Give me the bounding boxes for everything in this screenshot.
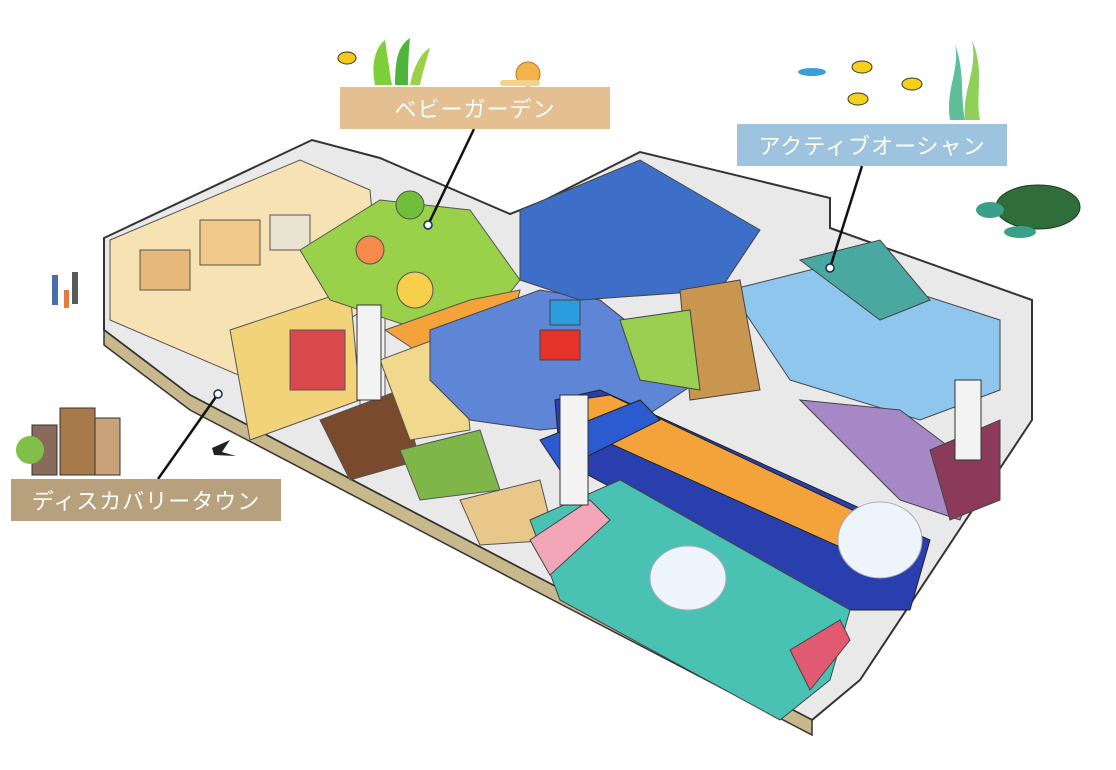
central-floor <box>429 159 761 431</box>
bee-icon <box>337 51 357 65</box>
leader-lines <box>156 128 864 480</box>
leader-dots <box>213 220 835 399</box>
swallow-icon <box>212 440 236 456</box>
turtle-icon <box>976 184 1081 238</box>
zone-label-discovery-town: ディスカバリータウン <box>11 479 281 521</box>
active-ocean-area <box>619 239 1001 521</box>
family-figures <box>52 272 78 308</box>
town-buildings-icon <box>16 407 121 476</box>
lower-floor <box>529 479 923 721</box>
baby-garden-area <box>299 190 521 441</box>
decor-plants <box>373 38 980 120</box>
zone-label-baby-garden: ベビーガーデン <box>340 87 610 129</box>
fish-icons <box>798 60 923 106</box>
zone-label-active-ocean: アクティブオーシャン <box>737 124 1007 166</box>
pillars <box>356 304 982 506</box>
discovery-town-area <box>109 159 556 546</box>
snail-icon <box>500 61 541 87</box>
